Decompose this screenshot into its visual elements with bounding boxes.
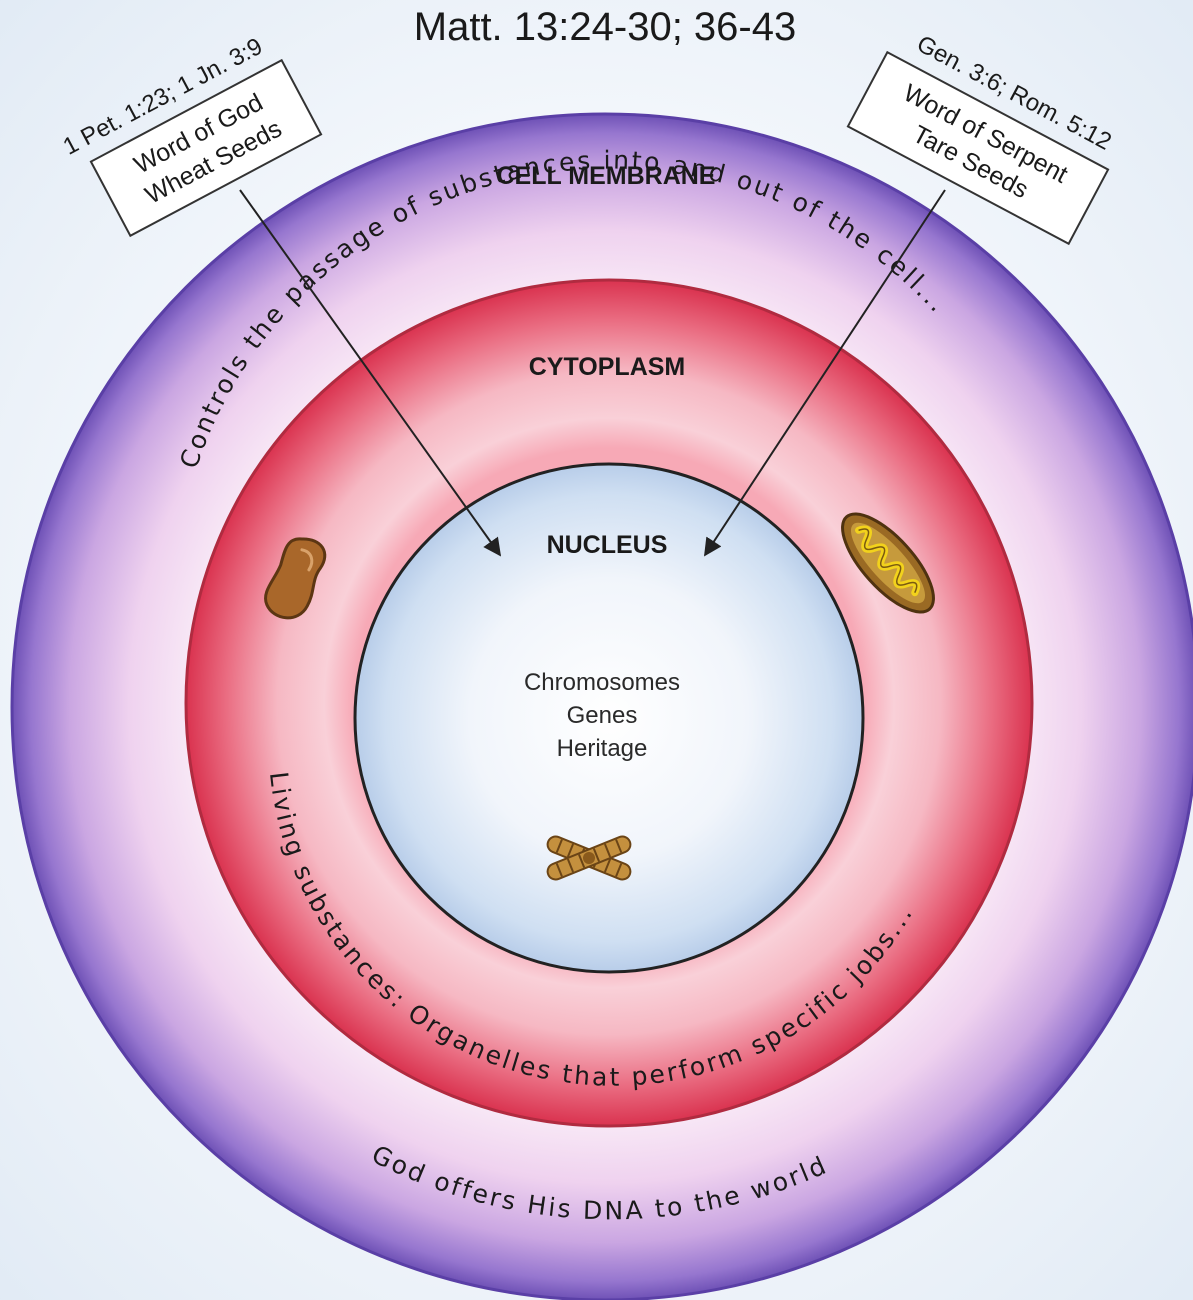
cytoplasm-label: CYTOPLASM xyxy=(529,353,686,381)
cell-membrane-label: CELL MEMBRANE xyxy=(497,162,716,190)
nucleus-item-heritage: Heritage xyxy=(557,735,648,762)
nucleus-label: NUCLEUS xyxy=(547,531,668,559)
nucleus-item-genes: Genes xyxy=(567,702,638,729)
nucleus-item-chromosomes: Chromosomes xyxy=(524,669,680,696)
diagram-title: Matt. 13:24-30; 36-43 xyxy=(414,5,796,49)
